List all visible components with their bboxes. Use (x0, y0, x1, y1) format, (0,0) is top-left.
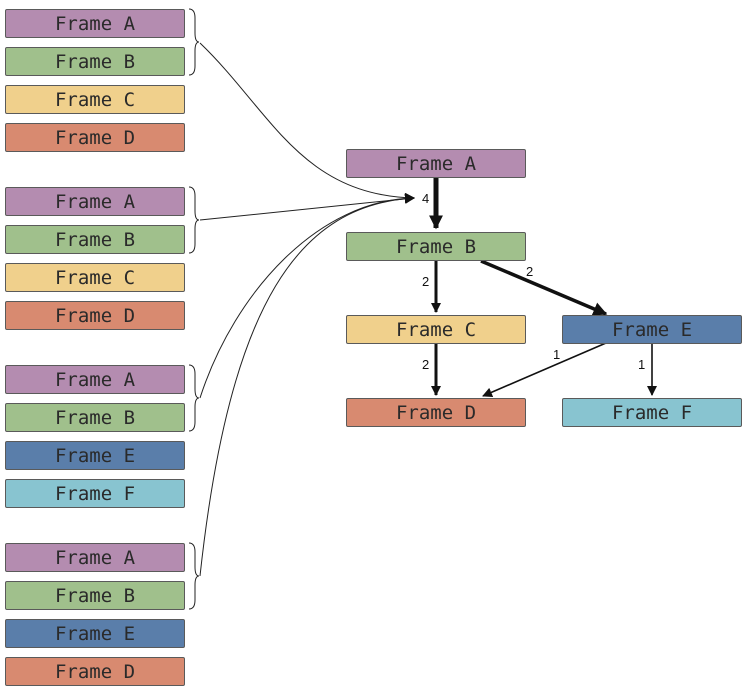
stack-frame[interactable]: Frame E (5, 441, 185, 470)
stack-frame[interactable]: Frame A (5, 9, 185, 38)
stack-frame[interactable]: Frame C (5, 85, 185, 114)
edge-e-f-count: 1 (638, 357, 646, 372)
stack-2-brace (188, 186, 200, 254)
stack-frame[interactable]: Frame B (5, 581, 185, 610)
stack-frame[interactable]: Frame B (5, 225, 185, 254)
tree-node-f[interactable]: Frame F (562, 398, 742, 427)
tree-node-d[interactable]: Frame D (346, 398, 526, 427)
stack-3-link (199, 193, 415, 399)
stack-frame[interactable]: Frame B (5, 47, 185, 76)
stack-frame[interactable]: Frame C (5, 263, 185, 292)
edge-e-d (482, 342, 607, 398)
stack-frame[interactable]: Frame E (5, 619, 185, 648)
edge-e-d-count: 1 (553, 347, 561, 362)
tree-node-e[interactable]: Frame E (562, 315, 742, 344)
edge-c-d-count: 2 (422, 357, 430, 372)
stack-4-link (199, 193, 415, 577)
edge-a-b-count: 4 (422, 191, 430, 206)
stack-frame[interactable]: Frame B (5, 403, 185, 432)
stack-frame[interactable]: Frame D (5, 123, 185, 152)
stack-frame[interactable]: Frame F (5, 479, 185, 508)
stack-2-link (199, 193, 415, 221)
stack-frame[interactable]: Frame A (5, 365, 185, 394)
stack-frame[interactable]: Frame A (5, 187, 185, 216)
stack-1-brace (188, 8, 200, 76)
stack-frame[interactable]: Frame A (5, 543, 185, 572)
edge-b-e-count: 2 (526, 264, 534, 279)
stack-1-link (199, 42, 415, 203)
stack-4-brace (188, 542, 200, 610)
stack-3-brace (188, 364, 200, 432)
stack-frame[interactable]: Frame D (5, 301, 185, 330)
edge-b-e (480, 259, 608, 316)
tree-node-c[interactable]: Frame C (346, 315, 526, 344)
stack-frame[interactable]: Frame D (5, 657, 185, 686)
tree-node-a[interactable]: Frame A (346, 149, 526, 178)
tree-node-b[interactable]: Frame B (346, 232, 526, 261)
edge-b-c-count: 2 (422, 274, 430, 289)
